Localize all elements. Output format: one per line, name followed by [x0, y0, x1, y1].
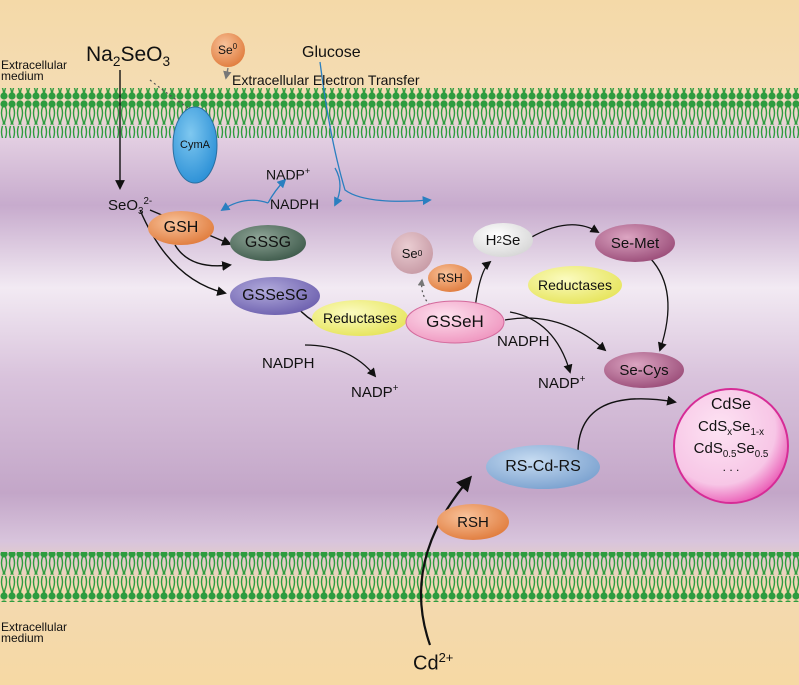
rs-cd-rs-shape: [486, 445, 600, 489]
arrow-nadph-left: [304, 344, 377, 378]
arrow-h2se-to-semet: [529, 224, 600, 239]
se-met-shape: [595, 224, 675, 262]
cyma-shape: [172, 106, 218, 184]
reductases-2-shape: [528, 266, 622, 304]
arrow-nadph-right: [509, 311, 573, 374]
arrow-to-product: [577, 395, 677, 459]
arrow-nadp-reduction: [334, 167, 343, 207]
arrow-glucose: [319, 61, 432, 206]
nadph-right-label: NADPH: [497, 333, 550, 350]
reductases-1-node: Reductases: [323, 310, 397, 326]
arrow-gsseh-to-secys: [504, 317, 607, 352]
selenite-label: SeO32-: [108, 196, 153, 217]
product-cdse: CdSe: [710, 396, 752, 413]
reductases-2-node: Reductases: [538, 277, 612, 293]
cyma-label: CymA: [180, 139, 210, 151]
se-met-node: Se-Met: [610, 234, 660, 252]
se0-outer-label: Se0: [218, 42, 238, 57]
arrow-to-nadp: [267, 178, 287, 204]
gsh-shape: [148, 211, 214, 245]
nadp-left-label: NADP+: [351, 383, 399, 401]
gsseh-node: GSSeH: [426, 312, 484, 331]
gsseh-shape: [405, 300, 505, 344]
arrow-eet: [223, 67, 232, 80]
rsh-mid-shape: [428, 264, 472, 292]
arrow-cadmium-uptake: [419, 475, 472, 646]
product-node: CdSe CdSxSe1-x CdS0.5Se0.5 . . .: [674, 390, 788, 474]
upper-membrane: [0, 88, 799, 138]
nadph-left-label: NADPH: [262, 355, 315, 372]
se-cys-node: Se-Cys: [619, 361, 669, 379]
nadp-top-label: NADP+: [266, 166, 311, 183]
lower-membrane: [0, 552, 799, 602]
nadph-top-label: NADPH: [270, 196, 320, 212]
arrow-nadph-to-gsh: [220, 199, 269, 211]
arrow-selenite-to-gssesg: [139, 209, 227, 296]
product-shape: [673, 388, 789, 504]
rsh-low-node: RSH: [457, 513, 489, 531]
se-cys-shape: [604, 352, 684, 388]
reductases-1-shape: [312, 300, 408, 336]
gssg-node: GSSG: [244, 234, 292, 251]
arrow-semet-to-secys: [649, 257, 669, 352]
nadp-right-label: NADP+: [538, 374, 586, 392]
rsh-mid-node: RSH: [437, 271, 463, 285]
arrow-gsseh-to-h2se: [474, 260, 492, 309]
extracellular-medium-bottom-label: Extracellular medium: [1, 620, 68, 645]
arrow-gsh-to-gssg-2: [174, 244, 232, 271]
extracellular-medium-top-label: Extracellular medium: [1, 58, 68, 83]
rs-cd-rs-node: RS-Cd-RS: [505, 458, 581, 475]
h2se-shape: [473, 223, 533, 257]
gssg-shape: [230, 225, 306, 261]
product-cds05se05: CdS0.5Se0.5: [693, 440, 769, 460]
cd2plus-label: Cd2+: [413, 650, 454, 675]
gssesg-node: GSSeSG: [242, 287, 308, 304]
gssesg-shape: [230, 277, 320, 315]
product-ellipsis: . . .: [722, 460, 740, 474]
eet-label: Extracellular Electron Transfer: [232, 72, 420, 88]
gsh-node: GSH: [163, 219, 199, 236]
na2seo3-label: Na2SeO3: [86, 43, 171, 70]
product-cdsxse1-x: CdSxSe1-x: [698, 418, 764, 438]
glucose-label: Glucose: [302, 44, 361, 61]
se0-outer-shape: [211, 33, 245, 67]
rsh-low-shape: [437, 504, 509, 540]
se0-inner-shape: [391, 232, 433, 274]
